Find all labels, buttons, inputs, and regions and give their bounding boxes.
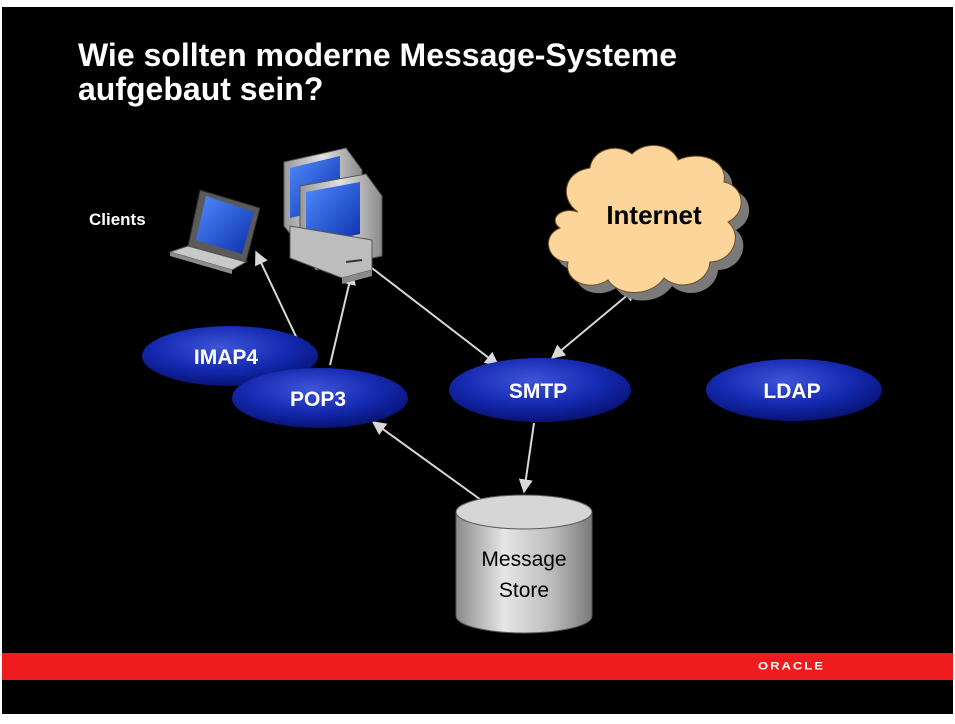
connectors	[255, 250, 638, 506]
cloud-icon: Internet	[548, 145, 750, 301]
clients-label: Clients	[89, 210, 146, 229]
database-icon: Message Store	[455, 494, 593, 634]
node-ldap-label: LDAP	[763, 380, 820, 403]
title-line-2: aufgebaut sein?	[78, 71, 324, 107]
node-smtp: SMTP	[449, 358, 631, 422]
arrow-smtp-to-store	[518, 422, 535, 494]
arrow-store-to-pop3	[371, 421, 489, 506]
footer-bar	[2, 653, 953, 680]
node-imap4-label: IMAP4	[194, 346, 259, 369]
node-ldap: LDAP	[706, 359, 882, 421]
arrow-imap4-to-laptop	[255, 250, 301, 346]
node-pop3-label: POP3	[290, 388, 346, 411]
node-smtp-label: SMTP	[509, 380, 567, 403]
store-label-line-2: Store	[499, 579, 549, 602]
arrow-pop3-to-desktop	[329, 270, 356, 366]
slide-title: Wie sollten moderne Message-Systeme aufg…	[78, 38, 878, 106]
oracle-logo: ORACLE	[758, 659, 825, 672]
desktop-computer-icon	[283, 147, 383, 284]
internet-label: Internet	[606, 200, 702, 230]
arrow-desktop-to-smtp	[367, 264, 500, 366]
node-imap4: IMAP4	[142, 326, 318, 386]
node-pop3: POP3	[232, 368, 408, 428]
arrow-internet-smtp	[550, 287, 638, 359]
laptop-icon	[168, 189, 261, 274]
title-line-1: Wie sollten moderne Message-Systeme	[78, 37, 678, 73]
store-label-line-1: Message	[481, 548, 566, 571]
